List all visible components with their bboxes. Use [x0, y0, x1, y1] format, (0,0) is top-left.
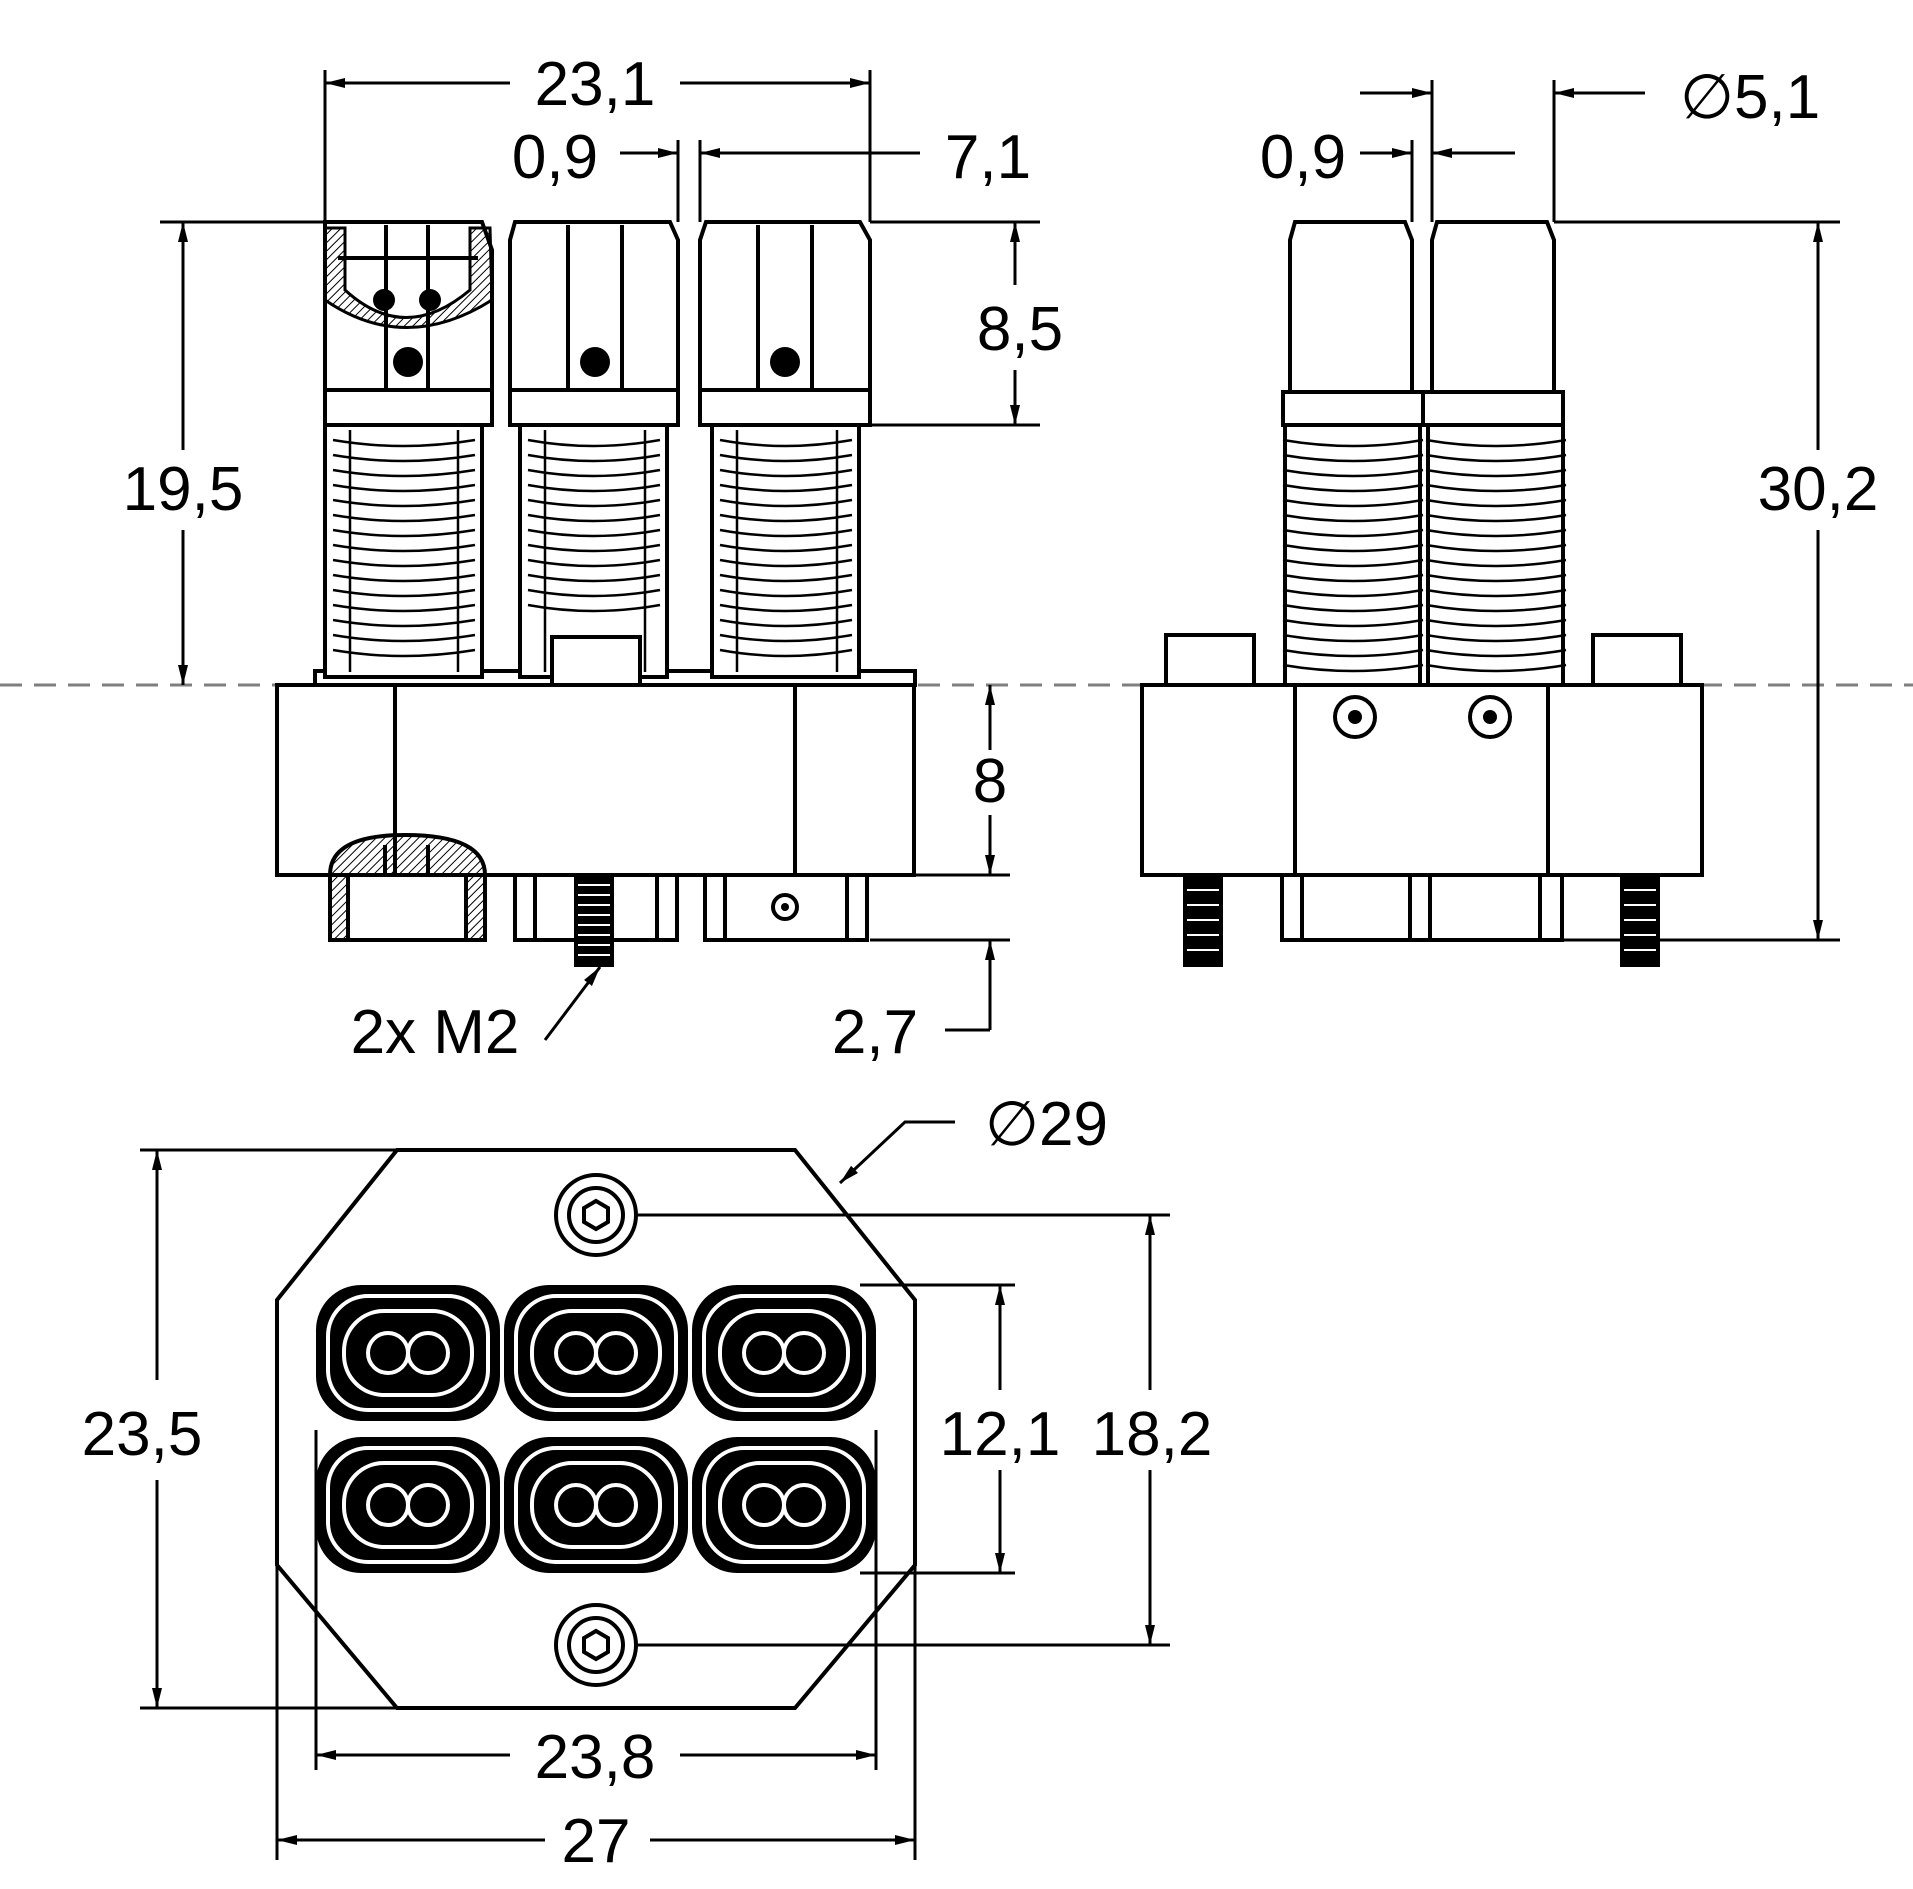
dim-head-height: 8,5 [977, 295, 1063, 364]
contact-2 [508, 220, 680, 687]
side-contact-2 [1421, 220, 1567, 687]
dim-flange-diameter: ∅29 [985, 1090, 1108, 1159]
dim-total-height: 30,2 [1758, 455, 1879, 524]
dim-gap-front: 0,9 [512, 123, 598, 192]
dim-body-width: 27 [562, 1807, 631, 1876]
side-base [1140, 683, 1704, 877]
dim-gap-side: 0,9 [1260, 123, 1346, 192]
dim-body-height: 23,5 [82, 1400, 203, 1469]
top-view [275, 1148, 917, 1710]
dim-pin-span: 23,8 [535, 1723, 656, 1792]
dim-pin-pitch: 7,1 [945, 123, 1031, 192]
side-view [1140, 220, 1704, 967]
dim-bottom-offset: 2,7 [832, 998, 918, 1067]
dim-top-width: 23,1 [535, 50, 656, 119]
side-contact-1 [1281, 220, 1425, 687]
dim-pin-height: 19,5 [123, 455, 244, 524]
dim-screw-thread: 2x M2 [351, 998, 520, 1067]
dim-base-height: 8 [973, 747, 1007, 816]
dimension-lines [140, 70, 1840, 1860]
front-view [275, 220, 917, 967]
dim-pin-diameter: ∅5,1 [1680, 63, 1820, 132]
top-outline [275, 1148, 917, 1710]
top-contact-grid [316, 1285, 876, 1573]
contact-3 [698, 220, 872, 679]
contact-1 [323, 220, 494, 679]
dim-screw-spacing: 18,2 [1092, 1400, 1213, 1469]
front-m2-screw [574, 875, 614, 967]
dim-pin-rows: 12,1 [940, 1400, 1061, 1469]
top-screw-lower [554, 1603, 638, 1687]
